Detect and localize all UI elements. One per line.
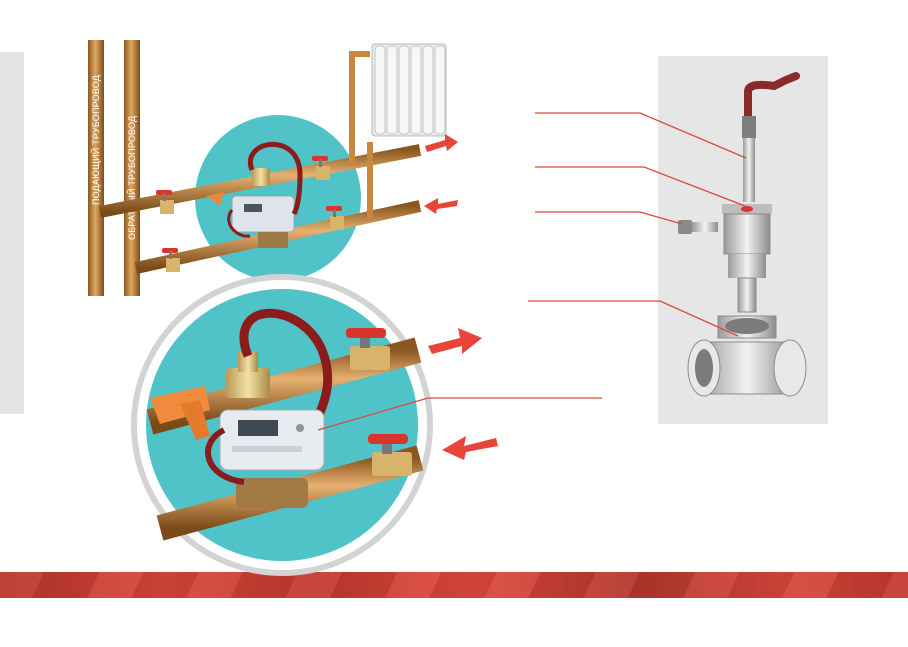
sensor-cable [239, 308, 333, 420]
radiator-supply-pipe [349, 51, 370, 166]
ball-valve-icon [346, 328, 390, 370]
flow-arrow-icon [425, 134, 458, 152]
tee-fitting-icon [687, 315, 807, 397]
leader-line-nut [535, 166, 746, 207]
sensor-assembly [678, 72, 807, 397]
temperature-sensor-icon [742, 72, 800, 202]
bottom-red-band [0, 572, 908, 598]
ball-valve-icon [312, 156, 330, 180]
flow-arrow-icon [428, 328, 482, 354]
return-riser-pipe [124, 40, 140, 296]
radiator-icon [371, 43, 447, 137]
leader-line-screw [535, 211, 683, 225]
left-side-panel [0, 52, 24, 414]
heat-meter-icon [227, 141, 303, 248]
supply-pipe-label: ПОДАЮЩИЙ ТРУБОПРОВОД [90, 75, 101, 205]
flow-arrow-icon [442, 436, 498, 460]
ball-valve-icon [326, 206, 344, 230]
leader-lines [317, 112, 747, 431]
strainer-icon [206, 192, 224, 206]
ball-valve-icon [368, 434, 412, 476]
leader-line-tee [528, 300, 739, 337]
ball-valve-icon [156, 190, 174, 214]
leader-line-meter [317, 397, 602, 431]
supply-riser-pipe [88, 40, 104, 296]
sensor-tee-icon [226, 352, 270, 398]
screw-icon [678, 220, 718, 234]
ball-valve-icon [162, 248, 180, 272]
overview-scheme: ПОДАЮЩИЙ ТРУБОПРОВОД ОБРАТНЫЙ ТРУБОПРОВО… [88, 40, 458, 296]
sensor-sleeve-icon [722, 204, 772, 313]
heat-meter-icon [205, 409, 325, 508]
flow-arrow-icon [424, 198, 458, 214]
magnified-detail [131, 274, 498, 576]
return-pipe-label: ОБРАТНЫЙ ТРУБОПРОВОД [126, 116, 137, 240]
strainer-icon [150, 386, 210, 440]
leader-line-sensor [535, 112, 747, 159]
